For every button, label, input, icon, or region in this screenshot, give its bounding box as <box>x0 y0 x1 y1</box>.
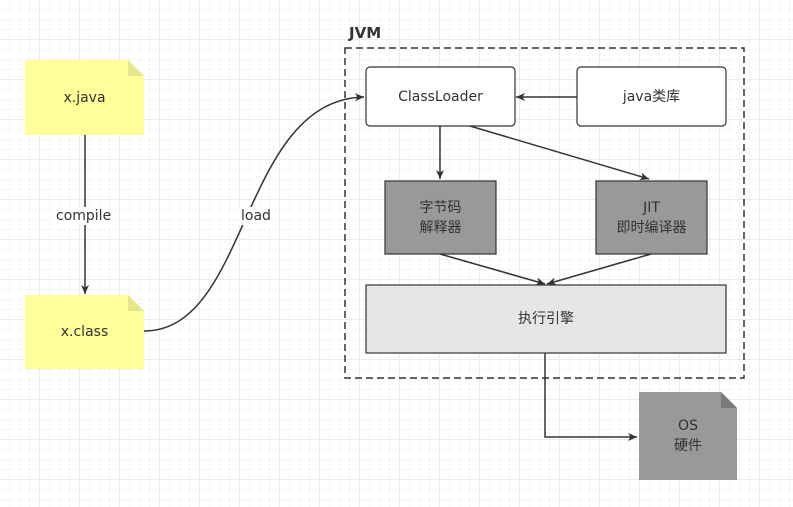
java-library-label: java类库 <box>622 88 681 105</box>
os-hardware-line-1: OS <box>678 418 698 434</box>
class-file-note[interactable] <box>25 295 144 369</box>
jit-to-engine-arrow <box>546 253 652 286</box>
interpreter-to-engine-arrow <box>439 253 546 286</box>
jit-compiler-label: JIT 即时编译器 <box>596 181 707 254</box>
loader-to-jit-arrow <box>469 125 650 181</box>
source-file-note[interactable] <box>25 60 144 135</box>
load-label: load <box>239 207 273 225</box>
source-file-label: x.java <box>63 89 106 106</box>
execution-engine-box[interactable] <box>365 284 727 354</box>
engine-to-os-arrow <box>544 353 637 441</box>
jit-compiler-line-2: 即时编译器 <box>616 219 687 236</box>
jvm-title: JVM <box>349 24 382 42</box>
class-loader-label: ClassLoader <box>398 88 483 105</box>
execution-engine-label: 执行引擎 <box>518 311 574 327</box>
compile-label: compile <box>54 207 114 225</box>
jit-compiler-box[interactable] <box>595 180 708 255</box>
os-hardware-label: OS 硬件 <box>639 392 737 480</box>
bytecode-interpreter-label: 字节码 解释器 <box>385 181 496 254</box>
bytecode-interpreter-line-1: 字节码 <box>419 199 462 216</box>
class-file-label: x.class <box>60 324 109 340</box>
bytecode-interpreter-line-2: 解释器 <box>419 219 462 236</box>
os-hardware-note[interactable] <box>639 392 737 480</box>
jit-compiler-line-1: JIT <box>643 199 660 216</box>
os-hardware-line-2: 硬件 <box>674 438 702 454</box>
